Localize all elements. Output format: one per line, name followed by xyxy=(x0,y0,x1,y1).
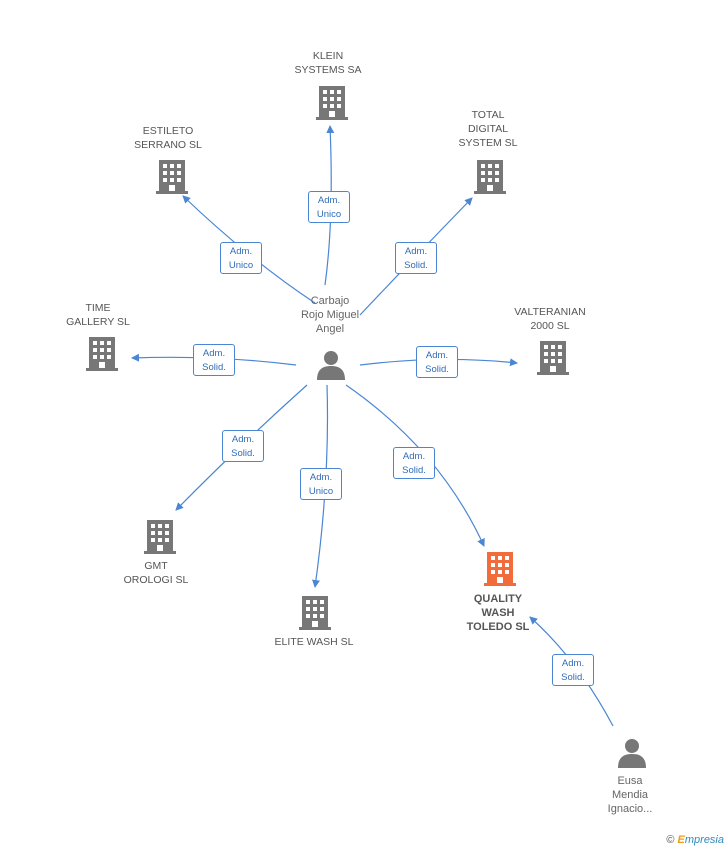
person-icon-eusa[interactable] xyxy=(618,739,646,768)
brand-name: mpresia xyxy=(684,834,724,846)
brand-footer[interactable]: © Empresia xyxy=(666,834,724,846)
node-label-elite[interactable]: ELITE WASH SL xyxy=(274,636,354,648)
person-icon-center[interactable] xyxy=(317,351,345,380)
building-icon-elite[interactable] xyxy=(299,596,331,630)
edge-badge-gmt: Adm.Solid. xyxy=(222,430,264,462)
edge-badge-time: Adm.Solid. xyxy=(193,344,235,376)
building-icon-gmt[interactable] xyxy=(144,520,176,554)
building-icon-valteranian[interactable] xyxy=(537,341,569,375)
edge-badge-elite: Adm.Unico xyxy=(300,468,342,500)
building-icon-total[interactable] xyxy=(474,160,506,194)
building-icon-quality[interactable] xyxy=(484,552,516,586)
building-icon-klein[interactable] xyxy=(316,86,348,120)
copyright-icon: © xyxy=(666,834,675,846)
building-icon-time[interactable] xyxy=(86,337,118,371)
building-icon-estileto[interactable] xyxy=(156,160,188,194)
brand-logo-e: E xyxy=(677,834,685,846)
edge-badge-klein: Adm.Unico xyxy=(308,191,350,223)
edge-badge-quality: Adm.Solid. xyxy=(393,447,435,479)
edge-badge-total: Adm.Solid. xyxy=(395,242,437,274)
edge-badge-estileto: Adm.Unico xyxy=(220,242,262,274)
edge-badge-valteranian: Adm.Solid. xyxy=(416,346,458,378)
edge-badge-eusa: Adm.Solid. xyxy=(552,654,594,686)
